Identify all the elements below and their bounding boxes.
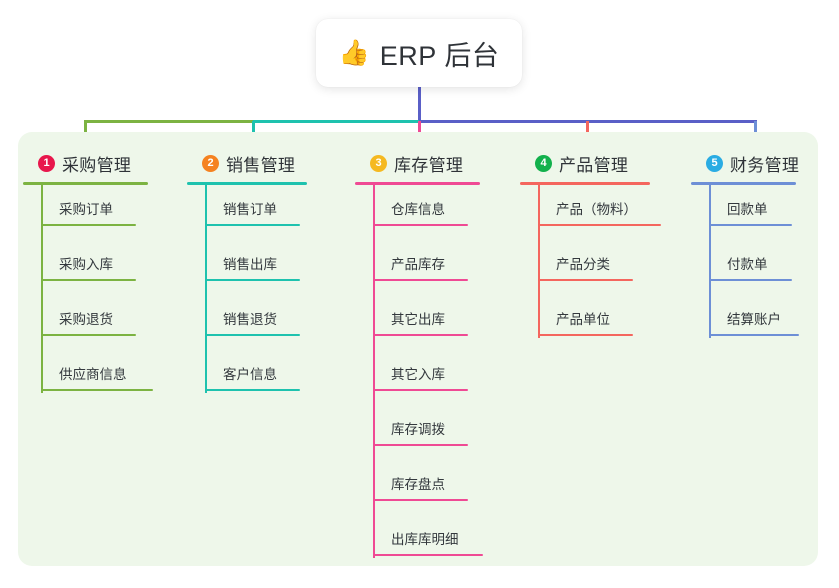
branch-column-1: 1 采购管理采购订单采购入库采购退货供应商信息 (18, 148, 178, 588)
branch-leaf-label: 仓库信息 (391, 202, 445, 217)
branch-leaf-underline (41, 333, 136, 336)
branch-leaf-item[interactable]: 客户信息 (205, 368, 300, 391)
branch-spine (41, 185, 43, 393)
branch-spine (709, 185, 711, 338)
branch-leaf-label: 采购订单 (59, 202, 113, 217)
branch-leaf-underline (41, 223, 136, 226)
branch-header-2[interactable]: 2 销售管理 (182, 148, 337, 178)
branch-column-3: 3 库存管理仓库信息产品库存其它出库其它入库库存调拨库存盘点出库库明细 (350, 148, 510, 588)
branch-leaf-underline (373, 443, 468, 446)
branch-underline (23, 182, 148, 185)
branch-leaf-underline (205, 223, 300, 226)
branch-title: 库存管理 (394, 155, 464, 175)
branch-leaf-label: 其它入库 (391, 367, 445, 382)
branch-number-badge: 1 (38, 154, 55, 172)
branch-spine (538, 185, 540, 338)
branch-leaf-underline (373, 223, 468, 226)
branch-leaf-label: 回款单 (727, 202, 768, 217)
branch-leaf-underline (41, 278, 136, 281)
thumbs-up-icon: 👍 (338, 38, 370, 67)
branch-leaf-item[interactable]: 库存盘点 (373, 478, 468, 501)
branch-leaf-underline (205, 278, 300, 281)
branch-leaf-underline (373, 498, 468, 501)
branch-leaf-item[interactable]: 采购订单 (41, 203, 136, 226)
branch-header-4[interactable]: 4 产品管理 (515, 148, 680, 178)
branch-leaf-label: 库存调拨 (391, 422, 445, 437)
branch-leaf-underline (205, 333, 300, 336)
branch-header-1[interactable]: 1 采购管理 (18, 148, 178, 178)
branch-leaf-item[interactable]: 销售订单 (205, 203, 300, 226)
branch-leaf-item[interactable]: 产品单位 (538, 313, 633, 336)
branch-leaf-label: 产品单位 (556, 312, 610, 327)
branch-leaf-item[interactable]: 采购入库 (41, 258, 136, 281)
branch-title: 财务管理 (730, 155, 800, 175)
branch-underline (187, 182, 307, 185)
branch-leaf-underline (205, 388, 300, 391)
branch-leaf-label: 产品分类 (556, 257, 610, 272)
branch-leaf-label: 库存盘点 (391, 477, 445, 492)
branch-title: 销售管理 (226, 155, 296, 175)
branch-column-2: 2 销售管理销售订单销售出库销售退货客户信息 (182, 148, 337, 588)
branch-column-5: 5 财务管理回款单付款单结算账户 (686, 148, 826, 588)
branch-leaf-item[interactable]: 出库库明细 (373, 533, 483, 556)
branch-leaf-item[interactable]: 付款单 (709, 258, 792, 281)
branch-number-badge: 5 (706, 154, 723, 172)
branch-leaf-item[interactable]: 销售出库 (205, 258, 300, 281)
branch-underline (355, 182, 480, 185)
branch-spine (373, 185, 375, 558)
branch-leaf-label: 产品（物料） (556, 202, 637, 217)
branch-leaf-item[interactable]: 产品（物料） (538, 203, 661, 226)
branch-underline (520, 182, 650, 185)
branch-panel (18, 132, 818, 566)
branch-leaf-underline (373, 388, 468, 391)
branch-number-badge: 3 (370, 154, 387, 172)
branch-leaf-underline (373, 333, 468, 336)
branch-leaf-item[interactable]: 供应商信息 (41, 368, 153, 391)
branch-leaf-label: 采购入库 (59, 257, 113, 272)
branch-leaf-label: 产品库存 (391, 257, 445, 272)
branch-title: 采购管理 (62, 155, 132, 175)
branch-leaf-item[interactable]: 销售退货 (205, 313, 300, 336)
branch-leaf-item[interactable]: 仓库信息 (373, 203, 468, 226)
branch-leaf-item[interactable]: 其它入库 (373, 368, 468, 391)
branch-leaf-label: 客户信息 (223, 367, 277, 382)
branch-leaf-underline (538, 278, 633, 281)
branch-leaf-label: 销售出库 (223, 257, 277, 272)
branch-leaf-label: 销售订单 (223, 202, 277, 217)
branch-header-5[interactable]: 5 财务管理 (686, 148, 826, 178)
branch-leaf-underline (373, 553, 483, 556)
branch-leaf-underline (373, 278, 468, 281)
branch-spine (205, 185, 207, 393)
branch-leaf-item[interactable]: 结算账户 (709, 313, 799, 336)
branch-leaf-item[interactable]: 产品分类 (538, 258, 633, 281)
branch-leaf-item[interactable]: 产品库存 (373, 258, 468, 281)
branch-leaf-label: 供应商信息 (59, 367, 127, 382)
branch-leaf-underline (538, 333, 633, 336)
branch-leaf-label: 其它出库 (391, 312, 445, 327)
branch-number-badge: 4 (535, 154, 552, 172)
root-node[interactable]: 👍 ERP 后台 (316, 19, 522, 87)
branch-leaf-underline (41, 388, 153, 391)
root-node-label: ERP 后台 (379, 40, 500, 71)
branch-column-4: 4 产品管理产品（物料） 产品分类产品单位 (515, 148, 680, 588)
branch-leaf-underline (538, 223, 661, 226)
branch-leaf-label: 采购退货 (59, 312, 113, 327)
branch-leaf-underline (709, 278, 792, 281)
branch-header-3[interactable]: 3 库存管理 (350, 148, 510, 178)
branch-leaf-label: 出库库明细 (391, 532, 459, 547)
branch-leaf-label: 销售退货 (223, 312, 277, 327)
branch-leaf-item[interactable]: 库存调拨 (373, 423, 468, 446)
branch-leaf-underline (709, 333, 799, 336)
branch-leaf-underline (709, 223, 792, 226)
branch-leaf-item[interactable]: 其它出库 (373, 313, 468, 336)
branch-leaf-label: 结算账户 (727, 312, 781, 327)
branch-underline (691, 182, 796, 185)
branch-number-badge: 2 (202, 154, 219, 172)
branch-leaf-item[interactable]: 回款单 (709, 203, 792, 226)
branch-leaf-label: 付款单 (727, 257, 768, 272)
branch-title: 产品管理 (559, 155, 629, 175)
branch-leaf-item[interactable]: 采购退货 (41, 313, 136, 336)
